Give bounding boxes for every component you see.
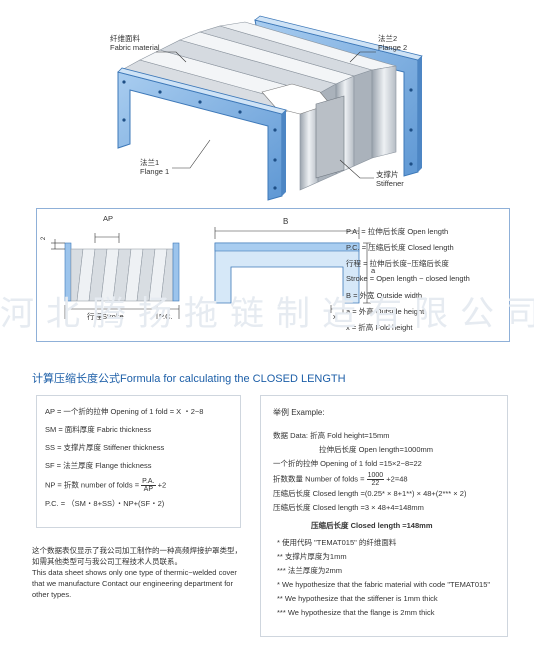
example-line-2: 拉伸后长度 Open length=1000mm xyxy=(319,445,434,454)
formula-pc: P.C. = （SM・8+SS）・NP+(SF・2) xyxy=(45,499,165,508)
bellows-diagram: 纤维面料 Fabric material 法兰2 Flange 2 法兰1 Fl… xyxy=(0,0,534,205)
example-line-5: 压缩后长度 Closed length =(0.25* × 8+1**) × 4… xyxy=(273,489,467,498)
dimension-drawing xyxy=(51,227,371,319)
section-title: 计算压缩长度公式Formula for calculating the CLOS… xyxy=(32,373,346,385)
legend-a: a = 外高 Outside height xyxy=(346,307,425,316)
b-dimension xyxy=(214,227,371,313)
formula-box: AP = 一个折的拉伸 Opening of 1 fold = X ・2−8 S… xyxy=(36,395,241,528)
flange2-label-cn: 法兰2 xyxy=(378,34,398,43)
example-line-3: 一个折的拉伸 Opening of 1 fold =15×2−8=22 xyxy=(273,459,422,468)
a-label: a xyxy=(371,266,376,275)
leader-lines xyxy=(156,51,376,179)
flange2-label-en: Flange 2 xyxy=(378,43,408,52)
example-line-6: 压缩后长度 Closed length =3 × 48+4=148mm xyxy=(273,503,424,512)
formula-sf: SF = 法兰厚度 Flange thickness xyxy=(45,461,152,470)
fabric-label: 纤维面料 Fabric material xyxy=(110,34,160,52)
example-note-6: *** We hypothesize that the flange is 2m… xyxy=(277,608,435,617)
example-box: 举例 Example: 数据 Data: 折高 Fold height=15mm… xyxy=(260,395,508,637)
thickness-2-label: 2 xyxy=(41,236,48,241)
example-l4-suffix: +2=48 xyxy=(386,474,408,484)
fabric-label-cn: 纤维面料 xyxy=(110,34,140,43)
example-note-3: *** 法兰厚度为2mm xyxy=(277,566,343,575)
example-note-2: ** 支撑片厚度为1mm xyxy=(277,552,347,561)
x-label: x xyxy=(333,312,337,321)
b-label: B xyxy=(283,217,289,226)
flange1-label-en: Flange 1 xyxy=(140,167,170,176)
stroke-label: 行程Stroke xyxy=(87,312,124,321)
legend-pa: P.A. = 拉伸后长度 Open length xyxy=(346,227,449,236)
formula-np-fraction: P.A. AP xyxy=(141,478,156,493)
pleat-profile xyxy=(64,242,180,302)
example-result: 压缩后长度 Closed length =148mm xyxy=(311,521,433,530)
formula-ss: SS = 支撑片厚度 Stiffener thickness xyxy=(45,443,165,452)
formula-np-prefix: NP = 折数 number of folds = xyxy=(45,480,140,490)
example-l4-prefix: 折数数量 Number of folds = xyxy=(273,474,365,484)
dimension-spec-box: AP 2 行程Stroke P.C. B a x xyxy=(36,208,510,342)
example-note-4: * We hypothesize that the fabric materia… xyxy=(277,580,491,589)
note-en: This data sheet shows only one type of t… xyxy=(32,567,237,599)
ap-label: AP xyxy=(103,214,114,223)
flange1-label-cn: 法兰1 xyxy=(140,158,160,167)
fabric-label-en: Fabric material xyxy=(110,43,160,52)
stiffener-label-cn: 支撑片 xyxy=(376,170,399,179)
example-l4-fraction: 1000 22 xyxy=(366,472,385,487)
flange-1 xyxy=(117,67,413,201)
flange2-label: 法兰2 Flange 2 xyxy=(378,34,407,52)
flange1-label: 法兰1 Flange 1 xyxy=(140,158,169,176)
pc-label: P.C. xyxy=(159,312,173,321)
stiffener-label-en: Stiffener xyxy=(376,179,404,188)
example-note-1: * 使用代码 "TEMAT015" 的纤维面料 xyxy=(277,538,397,547)
watermark-text: 河北腾扬拖链制造有限公司 xyxy=(0,294,534,334)
formula-np: NP = 折数 number of folds = P.A. AP +2 xyxy=(45,478,166,493)
example-l4-num: 1000 xyxy=(366,472,385,480)
legend-b: B = 外宽 Outside width xyxy=(346,291,423,300)
stiffener-label: 支撑片 Stiffener xyxy=(376,170,404,188)
bellows-illustration xyxy=(117,15,423,201)
formula-np-num: P.A. xyxy=(141,478,156,486)
formula-np-suffix: +2 xyxy=(157,480,167,490)
example-l4-den: 22 xyxy=(371,480,380,487)
formula-sm: SM = 面料厚度 Fabric thickness xyxy=(45,425,152,434)
ap-dimension xyxy=(51,233,120,250)
note-block: 这个数据表仅显示了我公司加工制作的一种高频焊接护罩类型，如需其他类型可与我公司工… xyxy=(32,546,247,600)
note-cn: 这个数据表仅显示了我公司加工制作的一种高频焊接护罩类型，如需其他类型可与我公司工… xyxy=(32,546,242,566)
example-line-1: 数据 Data: 折高 Fold height=15mm xyxy=(273,431,390,440)
legend-pc: P.C. = 压缩后长度 Closed length xyxy=(346,243,454,252)
example-note-5: ** We hypothesize that the stiffener is … xyxy=(277,594,438,603)
legend-stroke-en: Stroke = Open length − closed length xyxy=(346,274,470,283)
front-flange-view xyxy=(214,242,360,304)
example-title: 举例 Example: xyxy=(273,408,325,417)
fabric-pleats xyxy=(117,21,397,191)
legend-x: x = 折高 Fold height xyxy=(346,323,413,332)
stroke-dimension xyxy=(64,305,180,319)
formula-ap: AP = 一个折的拉伸 Opening of 1 fold = X ・2−8 xyxy=(45,407,204,416)
example-line-4: 折数数量 Number of folds = 1000 22 +2=48 xyxy=(273,472,408,487)
legend-stroke-cn: 行程 = 拉伸后长度−压缩后长度 xyxy=(346,259,449,268)
formula-np-den: AP xyxy=(143,486,153,493)
